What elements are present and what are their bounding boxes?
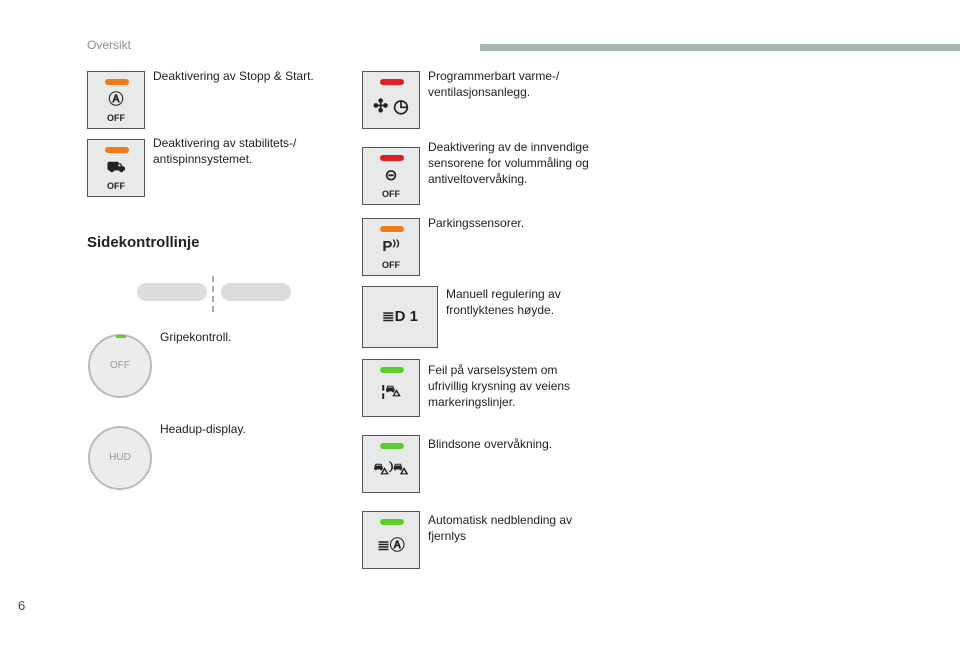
indicator-light — [380, 443, 404, 449]
indicator-light — [105, 147, 129, 153]
programmable-heating-icon: ✣ ◷ — [362, 71, 420, 129]
indicator-light — [380, 79, 404, 85]
item-text: Headup-display. — [160, 422, 246, 436]
item-text: Manuell regulering av frontlyktenes høyd… — [446, 287, 561, 317]
steering-right-illustration — [221, 283, 291, 301]
indicator-light — [105, 79, 129, 85]
divider — [212, 276, 214, 312]
symbol: ⛟ — [106, 159, 126, 176]
item-text: Feil på varselsystem om ufrivillig krysn… — [428, 363, 571, 409]
off-label: OFF — [382, 260, 400, 270]
off-label: OFF — [107, 181, 125, 191]
symbol: P⁾⁾ — [382, 238, 400, 255]
indicator-light — [380, 367, 404, 373]
header-bar — [480, 44, 960, 51]
symbol: ≣D 1 — [382, 308, 418, 325]
stop-start-off-icon: Ⓐ OFF — [87, 71, 145, 129]
esc-off-icon: ⛟ OFF — [87, 139, 145, 197]
symbol: Ⓐ — [108, 91, 124, 108]
auto-high-beam-icon: ≣Ⓐ — [362, 511, 420, 569]
parking-sensors-off-icon: P⁾⁾ OFF — [362, 218, 420, 276]
symbol: ✣ ◷ — [373, 96, 409, 116]
headup-display-icon: HUD — [88, 426, 152, 490]
indicator-light — [380, 155, 404, 161]
item-text: Blindsone overvåkning. — [428, 437, 553, 451]
blind-spot-icon: ⛍⁾⛍ — [362, 435, 420, 493]
item-text: Programmerbart varme-/ ventilasjonsanleg… — [428, 69, 560, 99]
off-label: OFF — [107, 113, 125, 123]
indicator-light — [116, 335, 126, 338]
item-text: Deaktivering av stabilitets-/ antispinns… — [153, 136, 297, 166]
indicator-light — [380, 519, 404, 525]
section-heading: Sidekontrollinje — [87, 234, 200, 251]
item-text: Gripekontroll. — [160, 330, 232, 344]
item-text: Deaktivering av de innvendige sensorene … — [428, 140, 589, 186]
symbol: ≣Ⓐ — [377, 537, 405, 554]
page-number: 6 — [18, 598, 26, 613]
section-title: Oversikt — [87, 38, 132, 52]
steering-left-illustration — [137, 283, 207, 301]
headlamp-adjust-icon: ≣D 1 — [362, 286, 438, 348]
indicator-light — [380, 226, 404, 232]
off-label: OFF — [382, 189, 400, 199]
symbol: ⛍⁾⛍ — [373, 461, 409, 478]
hud-label: HUD — [109, 452, 131, 463]
item-text: Deaktivering av Stopp & Start. — [153, 69, 314, 83]
lane-departure-icon: ¦⛍ — [362, 359, 420, 417]
dial-label: OFF — [110, 360, 130, 371]
symbol: ¦⛍ — [381, 383, 401, 400]
item-text: Parkingssensorer. — [428, 216, 525, 230]
item-text: Automatisk nedblending av fjernlys — [428, 513, 573, 543]
symbol: ⊝ — [384, 167, 398, 184]
interior-sensors-off-icon: ⊝ OFF — [362, 147, 420, 205]
grip-control-icon: OFF — [88, 334, 152, 398]
